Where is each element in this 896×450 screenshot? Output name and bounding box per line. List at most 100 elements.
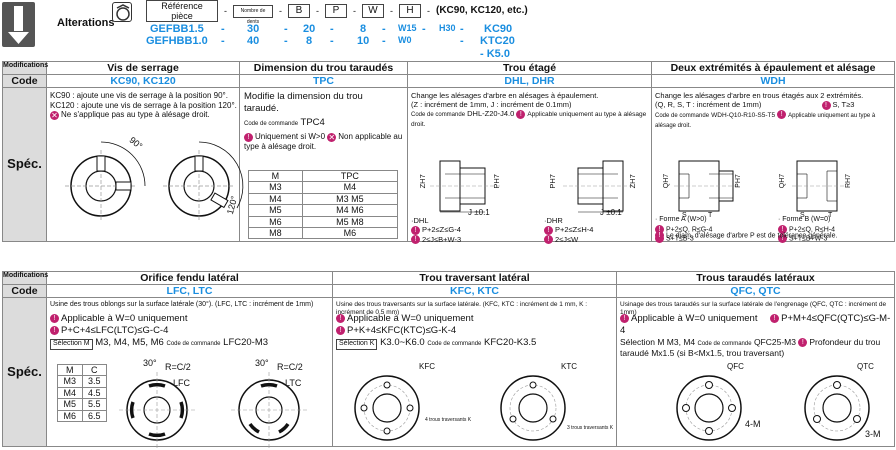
- dash: -: [427, 5, 430, 16]
- dhl-drawing: [430, 160, 500, 213]
- wdh-a-drawing: [674, 160, 738, 212]
- teeth-box: Nombre de dents: [233, 4, 273, 25]
- wdh-a-qh7: QH7: [663, 173, 671, 189]
- dhr-j: J ±0.1: [600, 208, 622, 218]
- lfc-angle: 30°: [143, 358, 157, 369]
- header-note: (KC90, KC120, etc.): [436, 5, 528, 17]
- kc-note: ✕Ne s'applique pas au type à alésage dro…: [50, 110, 210, 120]
- bottom-spec-3: Usinage des trous taraudés sur la surfac…: [616, 297, 895, 448]
- wdh-b-drawing: [792, 160, 846, 212]
- qtc-label: QTC: [857, 362, 874, 372]
- dhr-ph7: PH7: [547, 174, 557, 189]
- ltc-angle: 30°: [255, 358, 269, 369]
- dh-increment: (Z : incrément de 1mm, J : incrément de …: [411, 100, 572, 110]
- qfc-drawing: [676, 375, 742, 441]
- dash: -: [316, 5, 319, 16]
- wdh-increment: (Q, R, S, T : incrément de 1mm): [655, 100, 762, 110]
- wdh-tolerance: !Le diam. d'alésage d'arbre P est de tol…: [655, 231, 837, 241]
- lfc-notes: !Applicable à W=0 uniquement !P+C+4≤LFC(…: [50, 313, 268, 350]
- p-box: P: [325, 4, 347, 18]
- kfc-label: KFC: [419, 362, 435, 372]
- kfc-drawing: [354, 375, 420, 441]
- ref-box: Référence pièce: [146, 0, 218, 23]
- w-box: W: [362, 4, 384, 18]
- kfc-notes: !Applicable à W=0 uniquement !P+K+4≤KFC(…: [336, 313, 536, 350]
- qtc-m3: 3-M: [865, 429, 881, 440]
- kfc-desc: Usine des trous traversants sur la surfa…: [336, 301, 588, 316]
- wdh-order: Code de commande WDH-Q10-R10-S5-T5 !Appl…: [655, 110, 876, 129]
- ltc-radius: R=C/2: [277, 362, 303, 373]
- tpc-desc: Modifie la dimension du trou taraudé.: [244, 91, 363, 114]
- dh-order: Code de commande DHL-Z20-J4.0 !Applicabl…: [411, 109, 647, 129]
- bottom-code-2: KFC, KTC: [332, 284, 617, 299]
- bottom-spec-2: Usine des trous traversants sur la surfa…: [332, 297, 617, 448]
- wdh-a-ph7: PH7: [734, 174, 742, 188]
- top-code-3: DHL, DHR: [407, 74, 652, 89]
- top-code-4: WDH: [651, 74, 895, 89]
- kc90-desc: KC90 : ajoute une vis de serrage à la po…: [50, 91, 228, 101]
- bottom-code-3: QFC, QTC: [616, 284, 895, 299]
- lfc-label: LFC: [173, 378, 191, 389]
- top-code-1: KC90, KC120: [46, 74, 240, 89]
- check-icon: !: [516, 109, 526, 119]
- wdh-b-qh7: QH7: [779, 173, 787, 189]
- dash: -: [353, 5, 356, 16]
- h-box: H: [399, 4, 421, 18]
- top-spec-2: Modifie la dimension du trou taraudé. Co…: [239, 87, 408, 243]
- bottom-title-3: Trous taraudés latéraux: [616, 270, 895, 286]
- qfc-notes: !Applicable à W=0 uniquement !P+M+4≤QFC(…: [620, 313, 891, 359]
- ktc-drawing: [500, 375, 566, 441]
- top-spec-4: Change les alésages d'arbre en trous éta…: [651, 87, 895, 244]
- b-box: B: [288, 4, 310, 18]
- alterations-icon: [2, 2, 35, 47]
- top-title-2: Dimension du trou taraudés: [239, 60, 408, 76]
- tpc-order: Code de commande TPC4: [244, 117, 325, 129]
- kc120-desc: KC120 : ajoute une vis de serrage à la p…: [50, 100, 237, 110]
- wdh-desc: Change les alésages d'arbre en trous éta…: [655, 91, 864, 101]
- check-icon: !: [777, 110, 787, 120]
- dh-desc: Change les alésages d'arbre en alésages …: [411, 91, 599, 101]
- ktc-holes: 3 trous traversants K: [567, 425, 614, 432]
- kc90-drawing: [65, 141, 146, 223]
- modifications-label: Modifications: [2, 60, 48, 76]
- qfc-m4: 4-M: [745, 419, 761, 430]
- dhl-ph7: PH7: [491, 174, 501, 189]
- code-label: Code: [2, 74, 47, 89]
- spec-label: Spéc.: [2, 87, 47, 243]
- bottom-title-2: Trou traversant latéral: [332, 270, 617, 286]
- dhr-drawing: [563, 160, 633, 213]
- modifications-label: Modifications: [2, 270, 48, 286]
- wdh-b-s: S: [800, 212, 805, 220]
- spec-icon: [112, 2, 132, 22]
- dhr-formulas: ·DHR !P+2≤Z≤H-4 !2≤J≤W: [544, 216, 594, 245]
- top-title-3: Trou étagé: [407, 60, 652, 76]
- lfc-radius: R=C/2: [165, 362, 191, 373]
- bottom-title-1: Orifice fendu latéral: [46, 270, 333, 286]
- qfc-label: QFC: [727, 362, 744, 372]
- ktc-label: KTC: [561, 362, 577, 372]
- not-applicable-icon: ✕: [327, 132, 337, 142]
- lfc-desc: Usine des trous oblongs sur la surface l…: [50, 301, 314, 309]
- kc120-drawing: [163, 141, 244, 223]
- qfc-desc: Usinage des trous taraudés sur la surfac…: [620, 301, 887, 316]
- top-table: Modifications Vis de serrage Dimension d…: [2, 60, 895, 245]
- dash: -: [279, 5, 282, 16]
- qtc-drawing: [804, 375, 870, 441]
- wdh-b-rh7: RH7: [844, 174, 852, 189]
- forme-b-formulas: · Forme B (W=0) !P+2≤Q, R≤H-4 !S+T≤B+W-3: [778, 216, 836, 244]
- code-label: Code: [2, 284, 47, 299]
- dash: -: [224, 5, 227, 16]
- header-title: Alterations: [57, 17, 115, 29]
- top-code-2: TPC: [239, 74, 408, 89]
- not-applicable-icon: ✕: [50, 110, 59, 120]
- bottom-spec-1: Usine des trous oblongs sur la surface l…: [46, 297, 333, 449]
- dash: -: [390, 5, 393, 16]
- check-icon: !: [244, 132, 253, 142]
- part-code-row: Référence pièce - Nombre de dents - B - …: [146, 0, 528, 25]
- tpc-notes: !Uniquement si W>0 ✕Non applicable au ty…: [244, 132, 403, 151]
- bottom-table: Modifications Orifice fendu latéral Trou…: [2, 270, 895, 449]
- top-spec-3: Change les alésages d'arbre en alésages …: [407, 87, 652, 245]
- lfc-drawing: [119, 372, 195, 449]
